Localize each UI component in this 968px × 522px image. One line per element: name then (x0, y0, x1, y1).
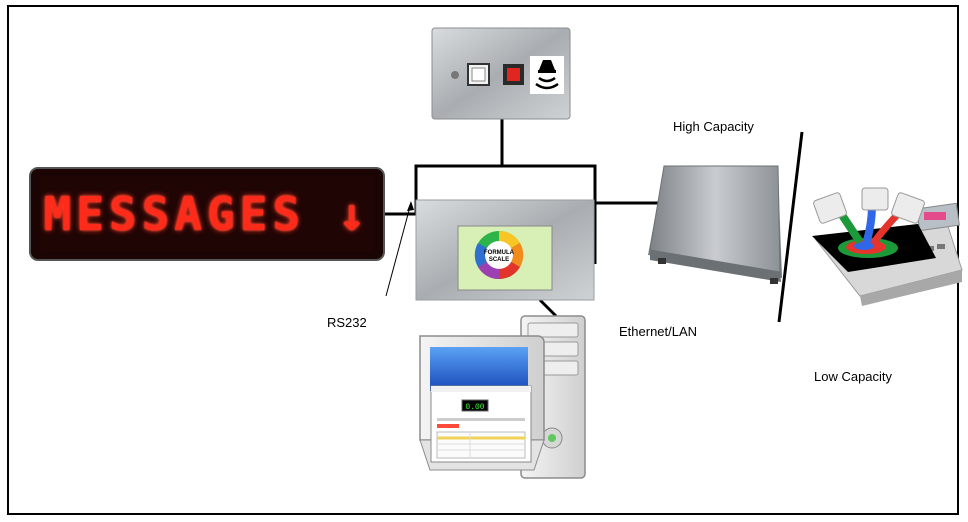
rs232-arrow (385, 201, 414, 297)
high-capacity-scale-device (648, 165, 782, 284)
connection-lines (383, 118, 804, 323)
low-capacity-scale-device (812, 187, 963, 306)
ethernet-lan-label: Ethernet/LAN (619, 324, 698, 339)
led-sign-device (29, 167, 385, 261)
controller-logo-line1: FORMULA (484, 250, 515, 256)
controller-bus-wire (414, 164, 597, 264)
rs232-label: RS232 (327, 315, 367, 330)
weight-display (461, 399, 489, 412)
pc-wire (538, 298, 558, 318)
pc-workstation-device: 0.00 (419, 315, 586, 479)
pc-screen (430, 347, 528, 391)
controller-logo-line2: SCALE (489, 257, 509, 263)
pc-power-button (548, 434, 556, 442)
capacity-divider (777, 131, 804, 323)
weight-display-value: 0.00 (465, 403, 484, 412)
formula-controller-device: FORMULA SCALE (415, 199, 595, 301)
button-panel-device (431, 27, 571, 120)
high-capacity-label: High Capacity (673, 119, 754, 134)
panel-led-indicator (451, 71, 459, 79)
led-sign-display: MESSAGES ↓ (40, 176, 374, 252)
low-capacity-label: Low Capacity (814, 369, 893, 384)
led-sign-text: MESSAGES ↓ (43, 187, 371, 241)
buzzer-icon (530, 56, 564, 94)
